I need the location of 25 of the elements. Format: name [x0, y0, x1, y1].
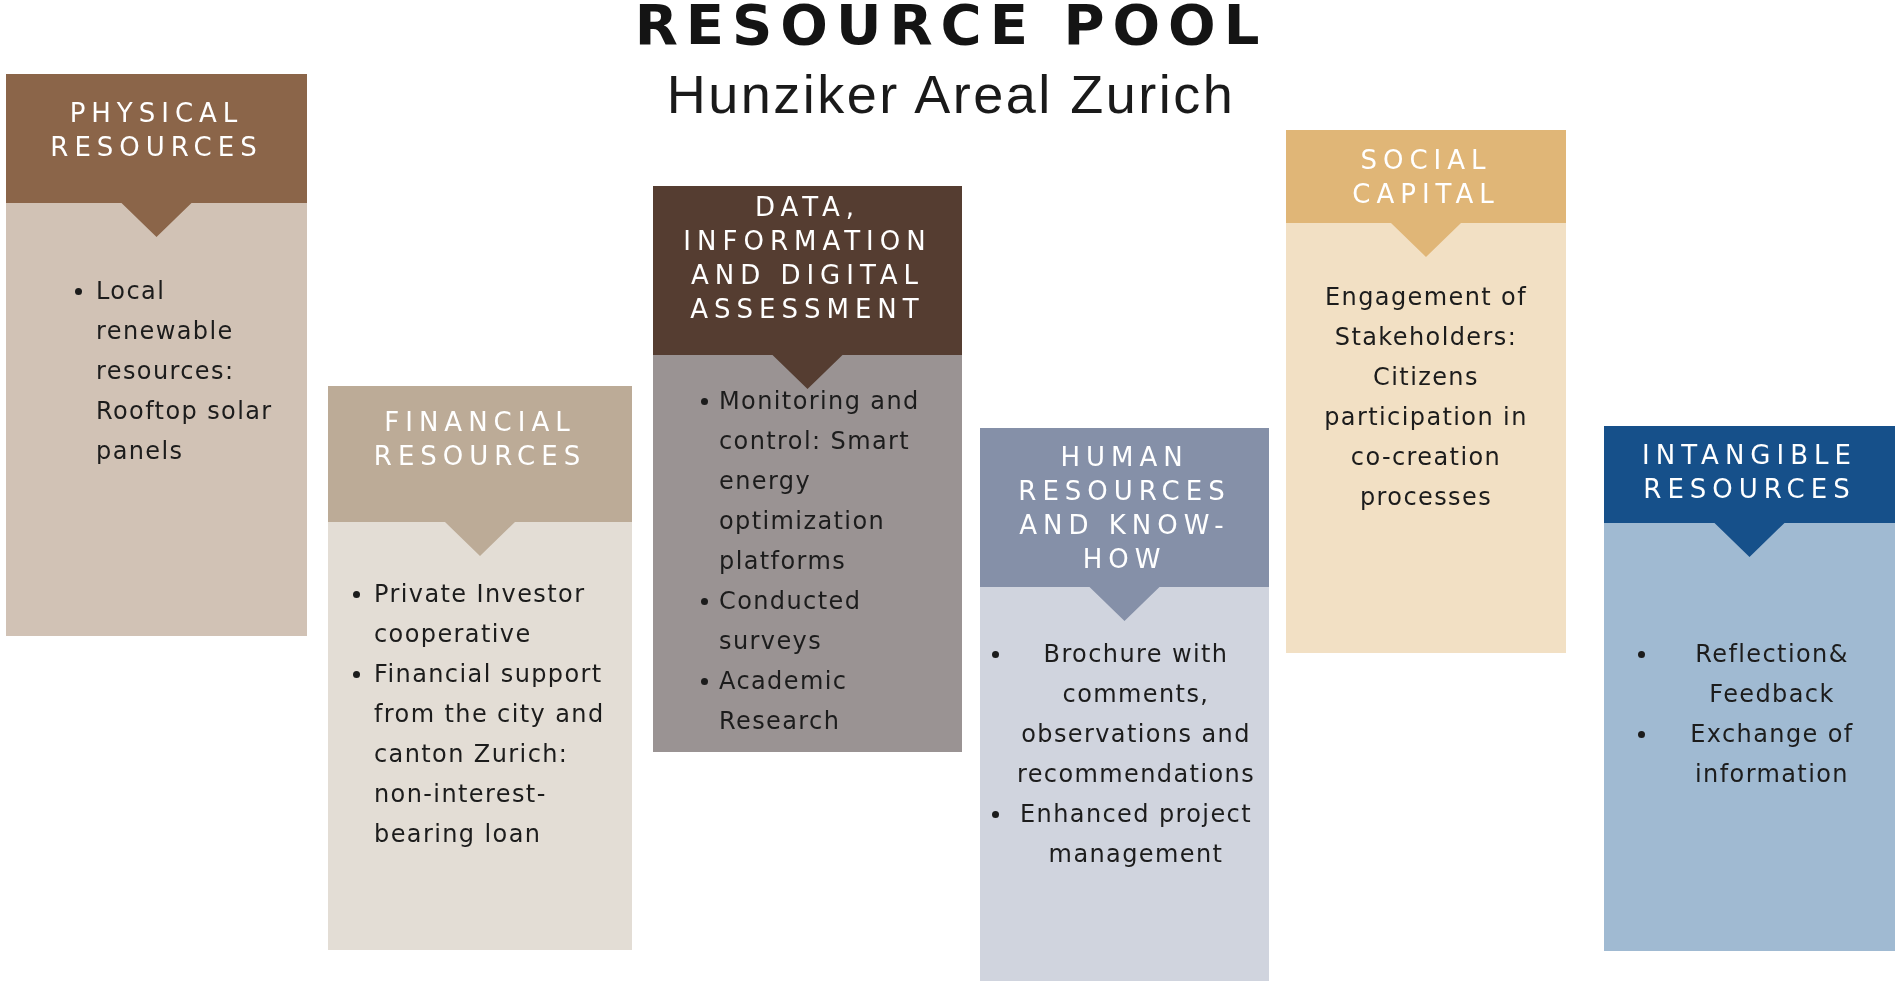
body-text: Engagement of Stakeholders: Citizens participation in co-creation processes: [1323, 282, 1529, 513]
list-item: Private Investor cooperative: [374, 579, 587, 650]
list-item: Local renewable resources: Rooftop solar panels: [96, 276, 274, 467]
resource-card: [980, 428, 1269, 981]
subtitle: Hunziker Areal Zurich: [666, 63, 1236, 125]
list-item: Enhanced project management: [1019, 799, 1253, 870]
list-item: Academic Research: [719, 666, 849, 737]
header-banner: SOCIAL CAPITAL: [1286, 130, 1566, 257]
list-item: Reflection& Feedback: [1694, 639, 1850, 710]
resource-card: [1286, 130, 1566, 653]
header-banner: INTANGIBLE RESOURCES: [1604, 426, 1895, 557]
list-item: Financial support from the city and canton Zurich: non-interest-bearing loan: [374, 659, 606, 850]
list-item: Monitoring and control: Smart energy optimization platforms: [719, 386, 921, 577]
list-item: Exchange of information: [1689, 719, 1855, 790]
header-banner: DATA, INFORMATION AND DIGITAL ASSESSMENT: [653, 186, 962, 389]
header-banner: HUMAN RESOURCES AND KNOW-HOW: [980, 428, 1269, 621]
resource-card: [6, 74, 307, 636]
title: RESOURCE POOL: [634, 0, 1268, 56]
header-banner: FINANCIAL RESOURCES: [328, 386, 632, 556]
resource-card: [1604, 426, 1895, 951]
resource-card: [653, 186, 962, 752]
list-item: Brochure with comments, observations and recommendations: [1016, 639, 1256, 790]
resource-card: [328, 386, 632, 950]
header-banner: PHYSICAL RESOURCES: [6, 74, 307, 237]
list-item: Conducted surveys: [719, 586, 863, 657]
